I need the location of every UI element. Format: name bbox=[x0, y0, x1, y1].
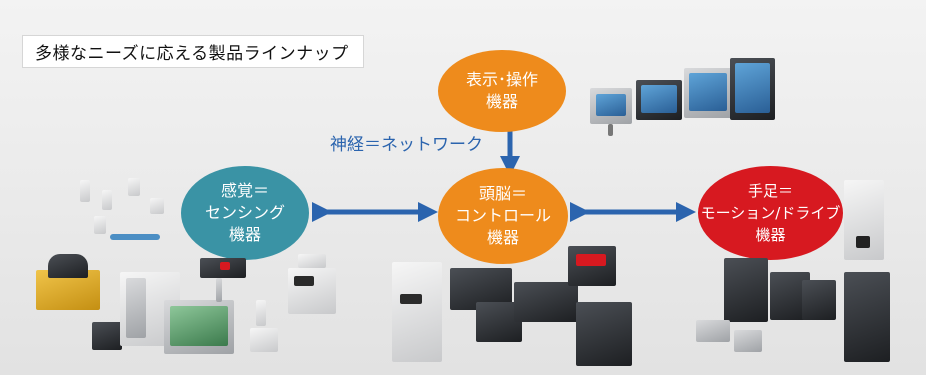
hmi-panels-image bbox=[590, 58, 775, 140]
display-node-line2: 機器 bbox=[485, 92, 518, 111]
fiber-amplifier-image bbox=[200, 258, 246, 302]
motion-drive-node: 手足＝ モーション/ドライブ 機器 bbox=[698, 166, 843, 260]
sensing-node-line2: センシング bbox=[204, 203, 285, 222]
measurement-unit-image bbox=[288, 254, 336, 314]
sensing-node-line1: 感覚＝ bbox=[220, 181, 269, 200]
display-operation-node: 表示･操作 機器 bbox=[438, 50, 566, 132]
control-node-line2: コントロール bbox=[454, 206, 551, 225]
control-node-line1: 頭脳＝ bbox=[478, 184, 527, 203]
motion-node-line2: モーション/ドライブ bbox=[700, 204, 841, 222]
sensing-node-line3: 機器 bbox=[228, 225, 261, 244]
sensor-module-image bbox=[250, 300, 280, 352]
control-node-line3: 機器 bbox=[486, 228, 519, 247]
diagram-title: 多様なニーズに応える製品ラインナップ bbox=[22, 35, 364, 68]
plc-products-image bbox=[392, 246, 646, 368]
display-node-line1: 表示･操作 bbox=[465, 70, 538, 89]
camera-image bbox=[92, 322, 122, 350]
servo-drives-image bbox=[684, 180, 892, 370]
network-label: 神経＝ネットワーク bbox=[330, 135, 483, 155]
safety-laser-scanner-image bbox=[36, 252, 100, 316]
control-node: 頭脳＝ コントロール 機器 bbox=[438, 168, 568, 264]
vision-monitor-image bbox=[164, 300, 234, 354]
sensors-image bbox=[70, 168, 180, 248]
motion-node-line3: 機器 bbox=[755, 226, 786, 244]
sensing-node: 感覚＝ センシング 機器 bbox=[181, 166, 309, 260]
motion-node-line1: 手足＝ bbox=[747, 182, 793, 200]
